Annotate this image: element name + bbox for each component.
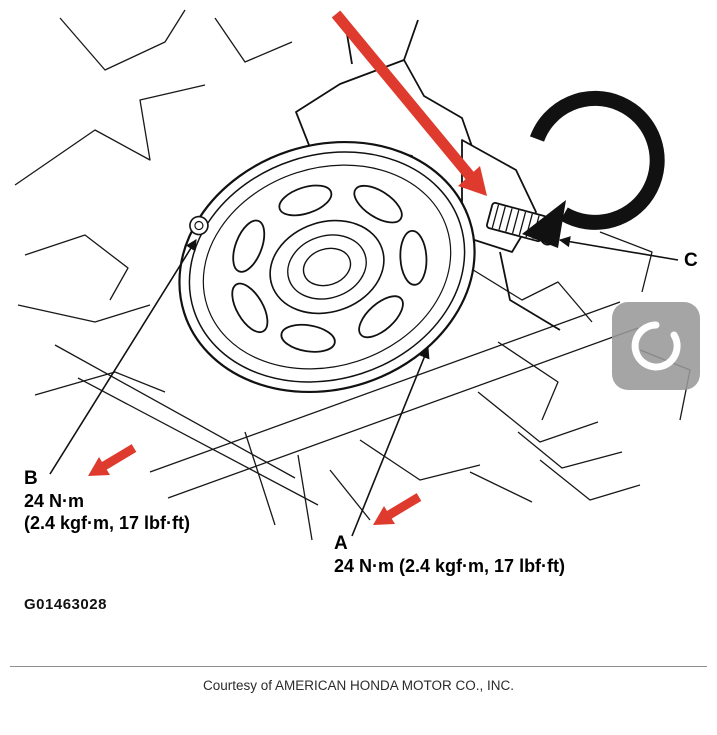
rotate-overlay-background[interactable] [612,302,700,390]
callout-b-torque-detail: (2.4 kgf·m, 17 lbf·ft) [24,513,191,533]
red-arrow-large-icon [331,10,487,196]
leader-line-a [351,346,430,537]
courtesy-text: Courtesy of AMERICAN HONDA MOTOR CO., IN… [202,678,515,693]
leader-line-c [558,236,679,261]
callout-b-torque-value: 24 N·m [24,491,85,511]
callout-c: C [684,250,698,272]
footer-divider [10,666,707,667]
engine-diagram [14,9,700,541]
rotate-overlay-button[interactable] [612,302,700,390]
engine-line-art [14,9,691,541]
red-arrow-b-icon [88,444,137,476]
rotation-arrow-icon [522,90,665,248]
callout-b: B 24 N·m (2.4 kgf·m, 17 lbf·ft) [24,468,190,534]
pulley-holes [231,184,428,353]
leader-line-b [49,239,197,475]
pump-pulley [178,140,476,394]
red-arrow-a-icon [373,493,422,525]
red-pointer-arrows [88,10,487,525]
callout-a: A 24 N·m (2.4 kgf·m, 17 lbf·ft) [334,533,565,577]
callout-leader-lines [49,236,679,537]
rotate-refresh-icon [631,321,681,371]
figure-code: G01463028 [24,596,107,613]
callout-c-letter: C [684,250,698,271]
callout-a-torque: 24 N·m (2.4 kgf·m, 17 lbf·ft) [334,556,566,576]
callout-a-letter: A [334,533,348,554]
callout-b-letter: B [24,468,38,489]
